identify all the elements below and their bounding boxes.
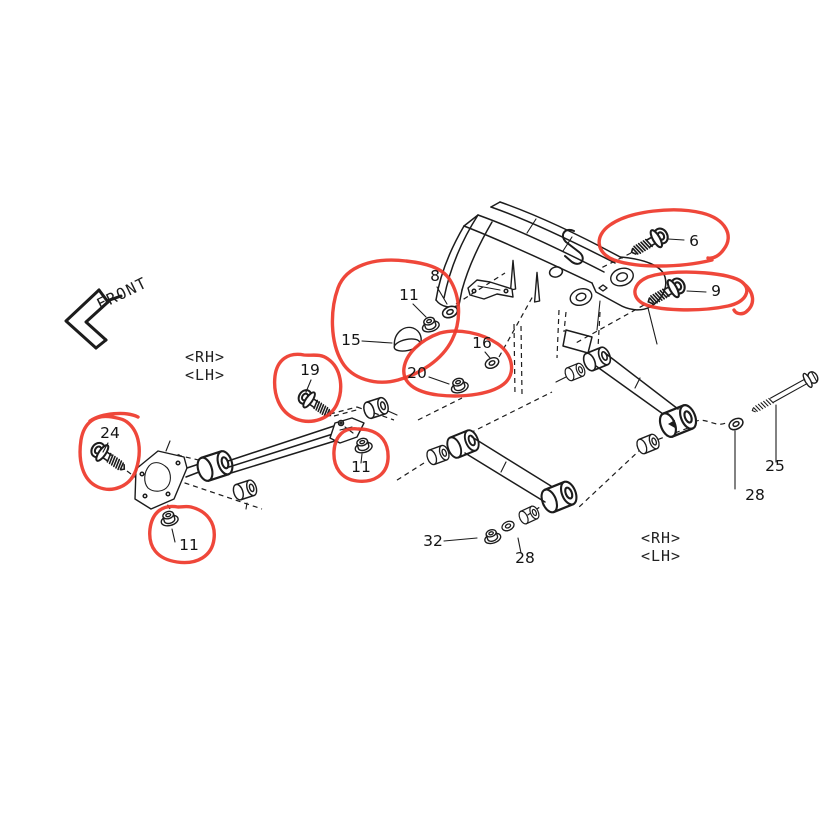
small-bushing	[562, 361, 588, 383]
mount-stud	[533, 271, 541, 303]
arm-bushing	[230, 478, 260, 502]
highlight-circle-6	[597, 208, 730, 268]
arm-end	[537, 478, 581, 516]
hanger-hook	[562, 229, 584, 265]
part-label-11: 11	[179, 536, 199, 554]
part-label-19: 19	[300, 361, 320, 379]
small-bushing	[516, 504, 542, 526]
mount-bracket-plate	[134, 450, 188, 510]
part-label-8: 8	[430, 267, 440, 285]
front-arrow-icon	[64, 288, 123, 350]
highlight-circle-16-20	[402, 329, 514, 398]
side-label-right: <RH> <LH>	[641, 529, 681, 565]
part-label-16: 16	[472, 334, 492, 352]
lh-label-right: <LH>	[641, 547, 681, 565]
highlight-annotations	[78, 208, 755, 565]
rh-label-right: <RH>	[641, 529, 681, 547]
part-label-32: 32	[423, 532, 443, 550]
lh-label-left: <LH>	[185, 366, 225, 384]
part-label-6: 6	[689, 232, 699, 250]
arm-big-end	[655, 401, 701, 441]
washer-16	[482, 354, 502, 372]
part-label-11: 11	[399, 286, 419, 304]
small-bushing	[634, 432, 662, 456]
arm-end	[443, 427, 483, 461]
bolt-19	[294, 385, 337, 424]
subframe-drawing	[435, 201, 667, 354]
highlight-circle-11-arm	[332, 427, 390, 483]
highlight-circle-24	[78, 411, 141, 491]
arm-bushing	[361, 395, 391, 421]
bolt-25	[751, 371, 819, 413]
highlight-circle-9	[633, 270, 755, 316]
part-label-9: 9	[711, 282, 721, 300]
nut-20	[448, 375, 471, 396]
cap-15	[393, 326, 422, 352]
mount-stud	[509, 259, 517, 291]
rear-lateral-link-upper	[555, 344, 701, 456]
clamp-bracket	[467, 279, 514, 300]
part-label-24: 24	[100, 424, 120, 442]
nut-32	[481, 526, 503, 547]
side-label-left: <RH> <LH>	[185, 348, 225, 384]
arm-bushing	[580, 344, 614, 374]
direction-marker	[668, 420, 675, 428]
part-label-11: 11	[351, 458, 371, 476]
part-label-28: 28	[745, 486, 765, 504]
nut-11	[352, 435, 374, 456]
part-labels: 6 9 8 11 15 16 20 19 24 11 11 25 28 32 2…	[100, 232, 785, 567]
washer-28	[499, 518, 517, 534]
rear-lateral-link-lower	[424, 427, 581, 526]
washer-28	[726, 415, 746, 433]
highlight-circle-11-bracket	[148, 504, 216, 565]
bolt-6	[626, 223, 673, 263]
part-label-20: 20	[407, 364, 427, 382]
nut-11	[158, 508, 180, 529]
bolt-24	[86, 437, 131, 478]
highlight-circle-8-11-15	[330, 258, 461, 384]
arm-bushing	[193, 448, 237, 484]
part-label-28: 28	[515, 549, 535, 567]
part-label-25: 25	[765, 457, 785, 475]
nut-11	[419, 314, 442, 335]
highlight-circle-19	[272, 352, 343, 423]
front-label: FRONT	[94, 274, 151, 314]
part-label-15: 15	[341, 331, 361, 349]
leader-lines	[102, 238, 777, 554]
rh-label-left: <RH>	[185, 348, 225, 366]
